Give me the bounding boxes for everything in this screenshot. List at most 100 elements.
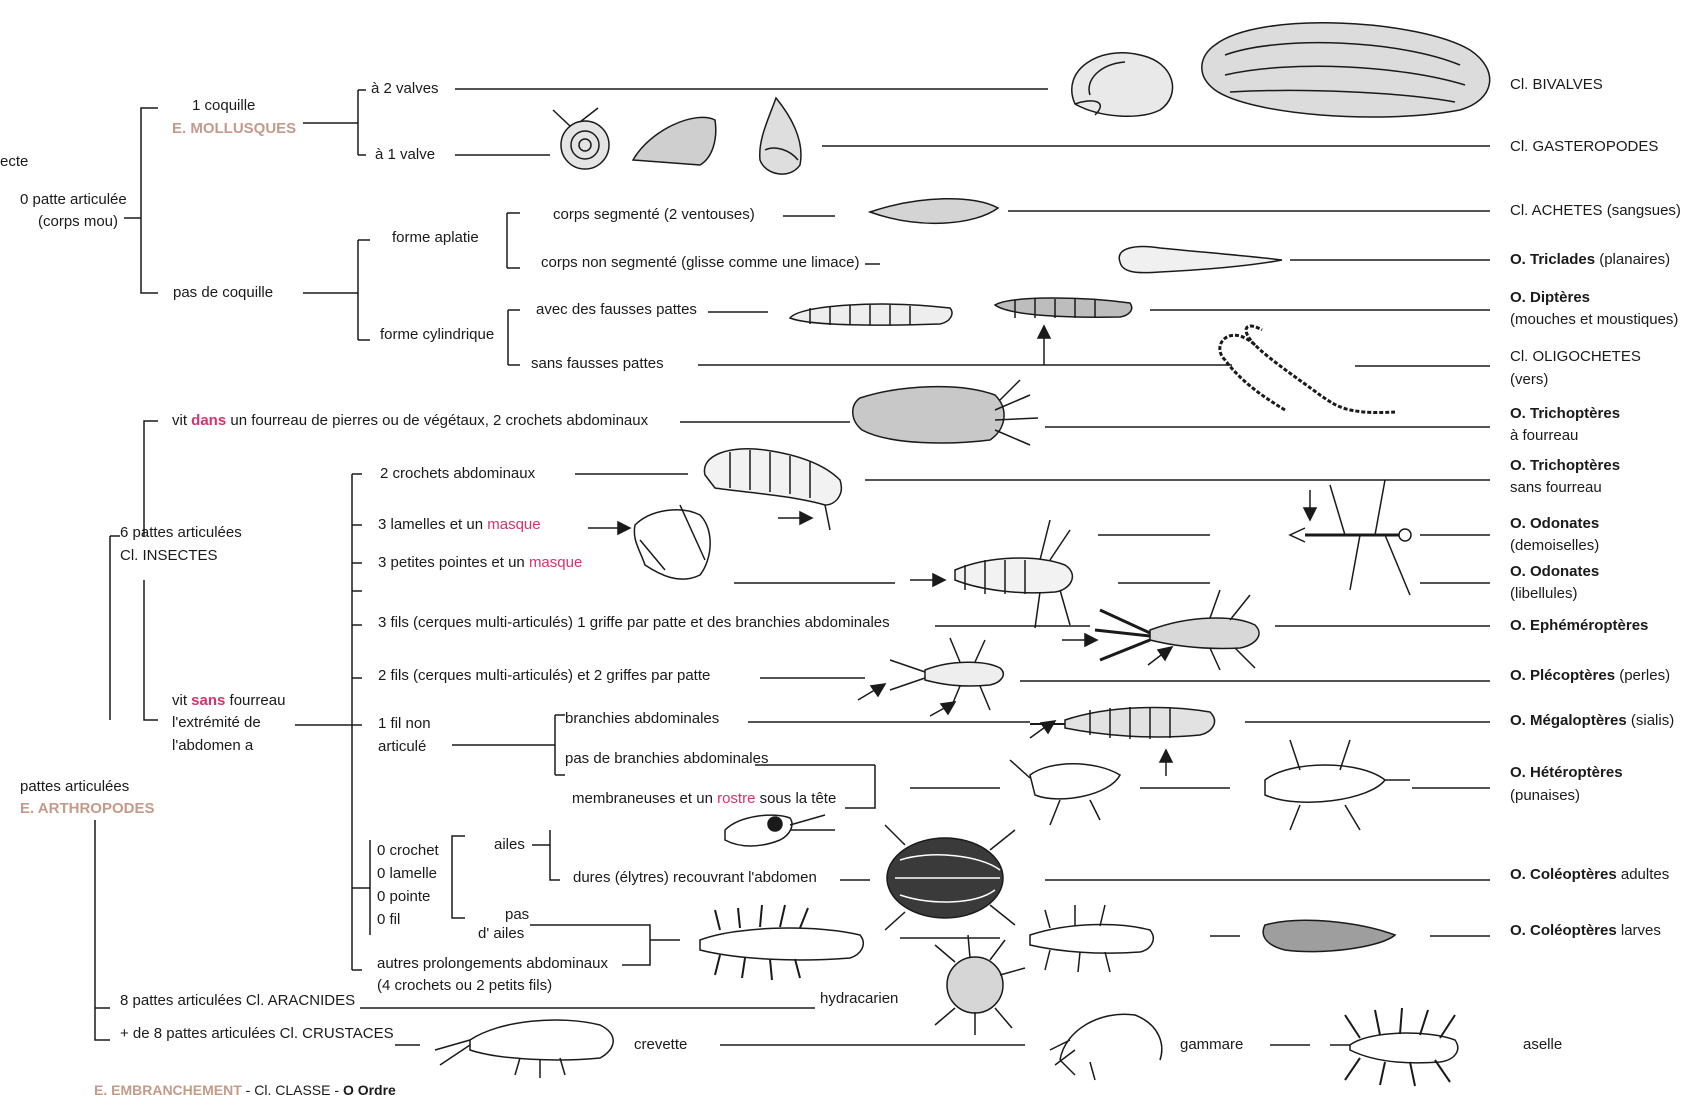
result-triclades-name: O. Triclades [1510,251,1595,268]
aselle-label: aselle [1523,1036,1562,1054]
fourreau-keyword: dans [191,412,226,429]
zero-crochet-label: 0 crochet [377,842,439,860]
trichoptera-case-icon [853,380,1038,445]
bivalve-small-icon [1072,53,1173,116]
autres-sublabel: (4 crochets ou 2 petits fils) [377,977,552,995]
autres-label: autres prolongements abdominaux [377,955,608,973]
result-achetes-name: Cl. ACHETES [1510,202,1603,219]
result-megalopteres-rest: (sialis) [1627,712,1675,729]
legend-embranchement: E. EMBRANCHEMENT [94,1082,242,1095]
trichoptera-larva-icon [704,449,841,530]
legend-sep2: - [330,1082,342,1095]
hemiptera-rostre-icon [725,815,835,846]
result-plecopteres-rest: (perles) [1615,667,1670,684]
coleoptera-larva-2-icon [1030,905,1153,972]
huit-pattes-label: 8 pattes articulées Cl. ARACNIDES [120,992,355,1010]
plus-huit-label: + de 8 pattes articulées Cl. CRUSTACES [120,1025,394,1043]
oligochaete-worm-icon [1220,326,1395,413]
bivalve-large-icon [1202,23,1490,117]
membraneuses-keyword: rostre [717,790,755,807]
result-trichopteres-fourreau-name: O. Trichoptères [1510,405,1620,422]
forme-cylindrique-label: forme cylindrique [380,326,494,344]
result-heteropteres: O. Hétéroptères [1510,763,1623,782]
result-coleopteres-adultes: O. Coléoptères adultes [1510,865,1669,884]
result-megalopteres: O. Mégaloptères (sialis) [1510,711,1674,730]
sans-fausses-pattes-label: sans fausses pattes [531,355,664,373]
snail-ancylus-icon [633,117,716,165]
result-ephemeropteres: O. Ephéméroptères [1510,616,1648,635]
diptera-larva-2-icon [995,298,1132,318]
hydracarien-label: hydracarien [820,990,898,1008]
coleoptera-larva-1-icon [700,905,863,980]
zero-pointe-label: 0 pointe [377,888,430,906]
result-odonates-libellules-name: O. Odonates [1510,563,1599,580]
result-dipteres-sub: (mouches et moustiques) [1510,310,1678,329]
planaria-icon [1119,247,1282,273]
odonata-mask-icon [634,505,710,579]
result-achetes: Cl. ACHETES (sangsues) [1510,201,1681,220]
pas-branchies-label: pas de branchies abdominales [565,750,768,768]
trois-lamelles-pre: 3 lamelles et un [378,516,487,533]
corps-segmente-label: corps segmenté (2 ventouses) [553,206,755,224]
deux-crochets-label: 2 crochets abdominaux [380,465,535,483]
result-heteropteres-name: O. Hétéroptères [1510,764,1623,781]
sans-fourreau-label: vit sans fourreau [172,692,285,710]
crevette-label: crevette [634,1036,687,1054]
result-odonates-demoiselles: O. Odonates [1510,514,1599,533]
trois-lamelles-label: 3 lamelles et un masque [378,516,541,534]
arthropodes-label: E. ARTHROPODES [20,800,154,818]
mollusques-label: E. MOLLUSQUES [172,120,296,138]
result-coleopteres-larves-name: O. Coléoptères [1510,922,1617,939]
coleoptera-larva-3-icon [1263,920,1395,951]
plecoptera-icon [890,638,1003,710]
fourreau-label: vit dans un fourreau de pierres ou de vé… [172,412,648,430]
zero-fil-label: 0 fil [377,911,400,929]
result-trichopteres-sans: O. Trichoptères [1510,456,1620,475]
odonata-libellule-icon [955,520,1072,628]
result-megalopteres-name: O. Mégaloptères [1510,712,1627,729]
snail-limnee-icon [760,98,801,174]
result-oligochetes-sub: (vers) [1510,370,1548,389]
sans-fourreau-keyword: sans [191,692,225,709]
result-odonates-libellules-sub: (libellules) [1510,584,1578,603]
result-trichopteres-sans-name: O. Trichoptères [1510,457,1620,474]
deux-fils-label: 2 fils (cerques multi-articulés) et 2 gr… [378,667,710,685]
pattes-articulees-label: pattes articulées [20,778,129,796]
un-fil-sublabel: articulé [378,738,426,756]
zero-lamelle-label: 0 lamelle [377,865,437,883]
result-heteropteres-sub: (punaises) [1510,786,1580,805]
aselle-icon [1330,1008,1458,1086]
result-coleopteres-larves: O. Coléoptères larves [1510,921,1661,940]
trois-pointes-keyword: masque [529,554,582,571]
insectes-label: Cl. INSECTES [120,547,218,565]
membraneuses-post: sous la tête [755,790,836,807]
pas-coquille-label: pas de coquille [173,284,273,302]
result-triclades-rest: (planaires) [1595,251,1670,268]
diptera-larva-1-icon [790,304,952,325]
result-gasteropodes-name: Cl. GASTEROPODES [1510,138,1658,155]
fourreau-post: un fourreau de pierres ou de végétaux, 2… [226,412,648,429]
fourreau-pre: vit [172,412,191,429]
result-oligochetes-name: Cl. OLIGOCHETES [1510,348,1641,365]
sans-fourreau-pre: vit [172,692,191,709]
gammare-label: gammare [1180,1036,1243,1054]
result-trichopteres-fourreau: O. Trichoptères [1510,404,1620,423]
zero-patte-sublabel: (corps mou) [38,213,118,231]
result-plecopteres: O. Plécoptères (perles) [1510,666,1670,685]
legend: E. EMBRANCHEMENT - Cl. CLASSE - O Ordre [94,1082,396,1095]
coleoptera-adult-icon [885,825,1015,930]
result-coleopteres-larves-rest: larves [1617,922,1661,939]
un-fil-label: 1 fil non [378,715,431,733]
legend-sep1: - [242,1082,254,1095]
deux-valves-label: à 2 valves [371,80,439,98]
trois-lamelles-keyword: masque [487,516,540,533]
trois-pointes-label: 3 petites pointes et un masque [378,554,582,572]
dures-label: dures (élytres) recouvrant l'abdomen [573,869,817,887]
result-coleopteres-adultes-rest: adultes [1617,866,1670,883]
result-gasteropodes: Cl. GASTEROPODES [1510,137,1658,156]
result-achetes-rest: (sangsues) [1603,202,1681,219]
result-plecopteres-name: O. Plécoptères [1510,667,1615,684]
result-odonates-demoiselles-name: O. Odonates [1510,515,1599,532]
